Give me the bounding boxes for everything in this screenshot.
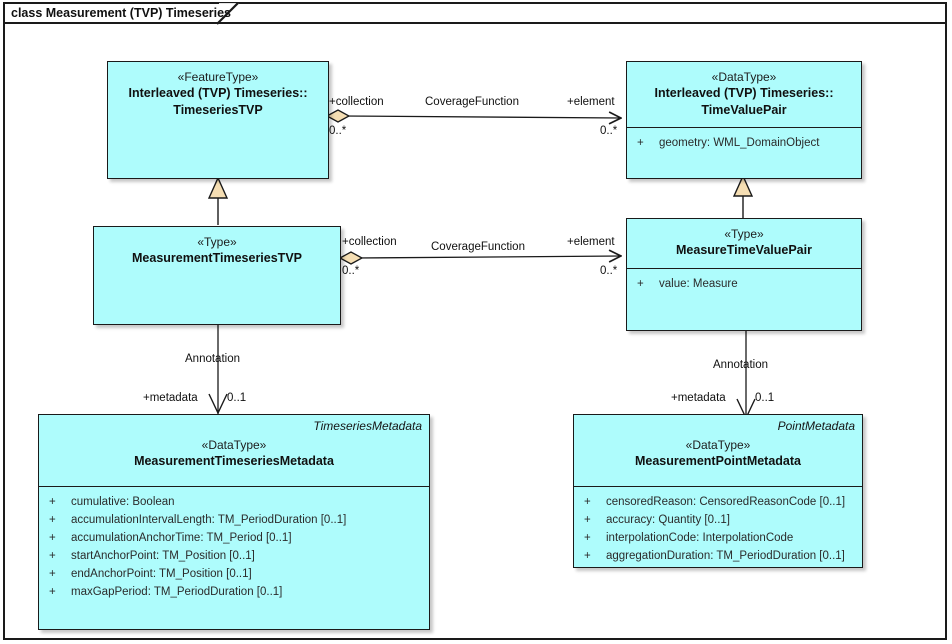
class-header: PointMetadata «DataType» MeasurementPoin…: [574, 415, 862, 487]
connector-target-mult-annotation-left: 0..1: [227, 392, 247, 404]
class-name-line1: MeasurementPointMetadata: [634, 454, 801, 468]
attribute-visibility: +: [584, 496, 591, 508]
class-name-line1: MeasurementTimeseriesTVP: [132, 251, 302, 265]
attribute-visibility: +: [584, 514, 591, 526]
class-stereotype: «Type»: [724, 227, 764, 241]
class-box-measurement-point-metadata[interactable]: PointMetadata «DataType» MeasurementPoin…: [573, 414, 863, 568]
attribute-row: + startAnchorPoint: TM_Position [0..1]: [43, 547, 425, 565]
class-role-tag: PointMetadata: [777, 419, 855, 433]
class-attributes: + value: Measure: [627, 269, 861, 299]
attribute-row: + accumulationIntervalLength: TM_PeriodDu…: [43, 511, 425, 529]
attribute-row: + cumulative: Boolean: [43, 493, 425, 511]
class-header: TimeseriesMetadata «DataType» Measuremen…: [39, 415, 429, 487]
attribute-text: maxGapPeriod: TM_PeriodDuration [0..1]: [71, 586, 283, 598]
attribute-row: + accumulationAnchorTime: TM_Period [0..1…: [43, 529, 425, 547]
attribute-visibility: +: [584, 532, 591, 544]
connector-source-role-annotation-right: +metadata: [671, 392, 726, 404]
connector-name-coverage-bottom: CoverageFunction: [431, 241, 525, 253]
attribute-text: geometry: WML_DomainObject: [659, 137, 820, 149]
attribute-row: + accuracy: Quantity [0..1]: [578, 511, 858, 529]
diagram-frame: [3, 22, 947, 640]
class-header: «Type» MeasurementTimeseriesTVP: [94, 227, 340, 274]
attribute-visibility: +: [584, 550, 591, 562]
attribute-visibility: +: [49, 514, 56, 526]
attribute-visibility: +: [637, 278, 644, 290]
diagram-frame-tab-cut: [217, 2, 241, 25]
class-stereotype: «DataType»: [685, 438, 751, 452]
class-stereotype: «FeatureType»: [177, 70, 259, 84]
connector-target-role-coverage-bottom: +element: [567, 236, 615, 248]
class-role-tag: TimeseriesMetadata: [313, 419, 422, 433]
connector-source-role-coverage-top: +collection: [329, 96, 384, 108]
class-box-time-value-pair[interactable]: «DataType» Interleaved (TVP) Timeseries:…: [626, 61, 862, 179]
diagram-frame-right-edge-upper: [945, 2, 947, 26]
diagram-frame-tab: [3, 2, 219, 24]
connector-source-role-annotation-left: +metadata: [143, 392, 198, 404]
class-attributes: + geometry: WML_DomainObject: [627, 128, 861, 158]
attribute-row: + endAnchorPoint: TM_Position [0..1]: [43, 565, 425, 583]
class-box-measurement-timeseries-tvp[interactable]: «Type» MeasurementTimeseriesTVP: [93, 226, 341, 325]
class-header: «FeatureType» Interleaved (TVP) Timeseri…: [108, 62, 328, 126]
class-stereotype: «DataType»: [711, 70, 777, 84]
attribute-row: + censoredReason: CensoredReasonCode [0..…: [578, 493, 858, 511]
class-header: «Type» MeasureTimeValuePair: [627, 219, 861, 269]
attribute-text: accuracy: Quantity [0..1]: [606, 514, 731, 526]
class-stereotype: «DataType»: [201, 438, 267, 452]
class-name-line1: Interleaved (TVP) Timeseries::: [128, 86, 308, 100]
class-name-line1: MeasurementTimeseriesMetadata: [134, 454, 334, 468]
class-name-line1: MeasureTimeValuePair: [676, 243, 812, 257]
attribute-text: accumulationIntervalLength: TM_PeriodDur…: [71, 514, 347, 526]
connector-target-mult-coverage-top: 0..*: [600, 125, 618, 137]
connector-target-mult-coverage-bottom: 0..*: [600, 265, 618, 277]
connector-target-role-coverage-top: +element: [567, 96, 615, 108]
attribute-visibility: +: [49, 586, 56, 598]
class-name-line1: Interleaved (TVP) Timeseries::: [654, 86, 834, 100]
class-box-measure-time-value-pair[interactable]: «Type» MeasureTimeValuePair + value: Meas…: [626, 218, 862, 331]
attribute-row: + value: Measure: [631, 275, 857, 293]
connector-source-mult-coverage-bottom: 0..*: [342, 265, 360, 277]
connector-source-role-coverage-bottom: +collection: [342, 236, 397, 248]
attribute-visibility: +: [637, 137, 644, 149]
diagram-frame-top-edge: [239, 2, 947, 4]
attribute-text: cumulative: Boolean: [71, 496, 175, 508]
attribute-text: censoredReason: CensoredReasonCode [0..1…: [606, 496, 846, 508]
connector-name-coverage-top: CoverageFunction: [425, 96, 519, 108]
connector-name-annotation-left: Annotation: [185, 353, 240, 365]
class-name-line2: TimeseriesTVP: [173, 103, 263, 117]
class-name-line2: TimeValuePair: [701, 103, 787, 117]
attribute-row: + interpolationCode: InterpolationCode: [578, 529, 858, 547]
attribute-row: + maxGapPeriod: TM_PeriodDuration [0..1]: [43, 583, 425, 601]
connector-name-annotation-right: Annotation: [713, 359, 768, 371]
class-box-measurement-timeseries-metadata[interactable]: TimeseriesMetadata «DataType» Measuremen…: [38, 414, 430, 630]
attribute-text: startAnchorPoint: TM_Position [0..1]: [71, 550, 255, 562]
attribute-text: aggregationDuration: TM_PeriodDuration […: [606, 550, 845, 562]
attribute-text: value: Measure: [659, 278, 738, 290]
attribute-text: endAnchorPoint: TM_Position [0..1]: [71, 568, 252, 580]
class-attributes: + cumulative: Boolean + accumulationInterv…: [39, 487, 429, 607]
diagram-title: class Measurement (TVP) Timeseries: [11, 6, 232, 20]
attribute-text: accumulationAnchorTime: TM_Period [0..1]: [71, 532, 292, 544]
class-box-timeseries-tvp[interactable]: «FeatureType» Interleaved (TVP) Timeseri…: [107, 61, 329, 179]
class-header: «DataType» Interleaved (TVP) Timeseries:…: [627, 62, 861, 128]
attribute-visibility: +: [49, 532, 56, 544]
class-stereotype: «Type»: [197, 235, 237, 249]
class-attributes: + censoredReason: CensoredReasonCode [0..…: [574, 487, 862, 571]
attribute-row: + geometry: WML_DomainObject: [631, 134, 857, 152]
connector-source-mult-coverage-top: 0..*: [329, 125, 347, 137]
connector-target-mult-annotation-right: 0..1: [755, 392, 775, 404]
attribute-row: + aggregationDuration: TM_PeriodDuration …: [578, 547, 858, 565]
attribute-visibility: +: [49, 496, 56, 508]
attribute-text: interpolationCode: InterpolationCode: [606, 532, 794, 544]
attribute-visibility: +: [49, 568, 56, 580]
attribute-visibility: +: [49, 550, 56, 562]
